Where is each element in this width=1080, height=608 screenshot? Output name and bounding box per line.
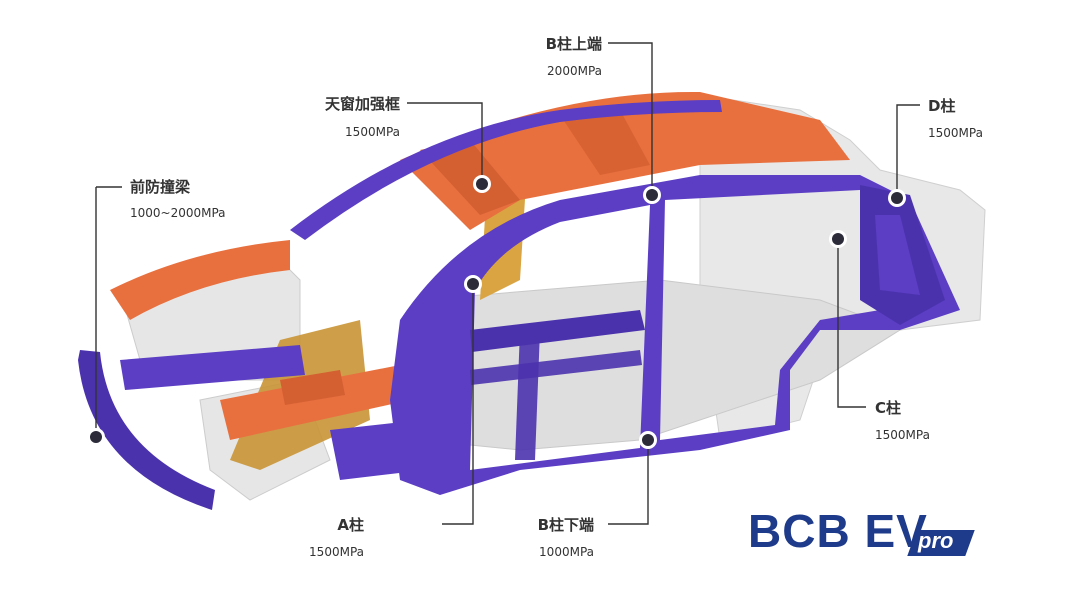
label-front-bumper-name: 前防撞梁 — [130, 178, 191, 196]
leader-d-pillar — [896, 104, 920, 198]
leader-sunroof — [407, 102, 483, 184]
leader-b-lower — [608, 440, 649, 525]
label-b-upper-name: B柱上端 — [546, 35, 602, 53]
hotspot-b-lower[interactable] — [639, 431, 657, 449]
labels: 前防撞梁 1000~2000MPa 天窗加强框 1500MPa B柱上端 200… — [130, 35, 983, 559]
leader-c-pillar — [837, 240, 866, 408]
logo-text: BCB EV — [748, 505, 928, 557]
hotspot-b-upper[interactable] — [643, 186, 661, 204]
hotspot-front-bumper[interactable] — [87, 428, 105, 446]
hotspots — [87, 175, 906, 449]
label-c-pillar-name: C柱 — [875, 399, 901, 417]
label-d-pillar-value: 1500MPa — [928, 126, 983, 140]
hotspot-a-pillar[interactable] — [464, 275, 482, 293]
label-front-bumper-value: 1000~2000MPa — [130, 206, 226, 220]
label-b-lower-name: B柱下端 — [538, 516, 594, 534]
label-a-pillar-name: A柱 — [337, 516, 364, 534]
label-b-lower-value: 1000MPa — [539, 545, 594, 559]
leader-a-pillar — [442, 284, 474, 525]
label-b-upper-value: 2000MPa — [547, 64, 602, 78]
hotspot-d-pillar[interactable] — [888, 189, 906, 207]
label-c-pillar-value: 1500MPa — [875, 428, 930, 442]
leader-b-upper — [608, 42, 653, 195]
label-d-pillar-name: D柱 — [928, 97, 955, 115]
label-a-pillar-value: 1500MPa — [309, 545, 364, 559]
label-sunroof-name: 天窗加强框 — [325, 95, 400, 113]
car-body-shape — [78, 91, 986, 510]
leader-lines — [95, 42, 920, 525]
hotspot-c-pillar[interactable] — [829, 230, 847, 248]
logo-subtext: pro — [918, 528, 954, 553]
label-sunroof-value: 1500MPa — [345, 125, 400, 139]
hotspot-sunroof[interactable] — [473, 175, 491, 193]
